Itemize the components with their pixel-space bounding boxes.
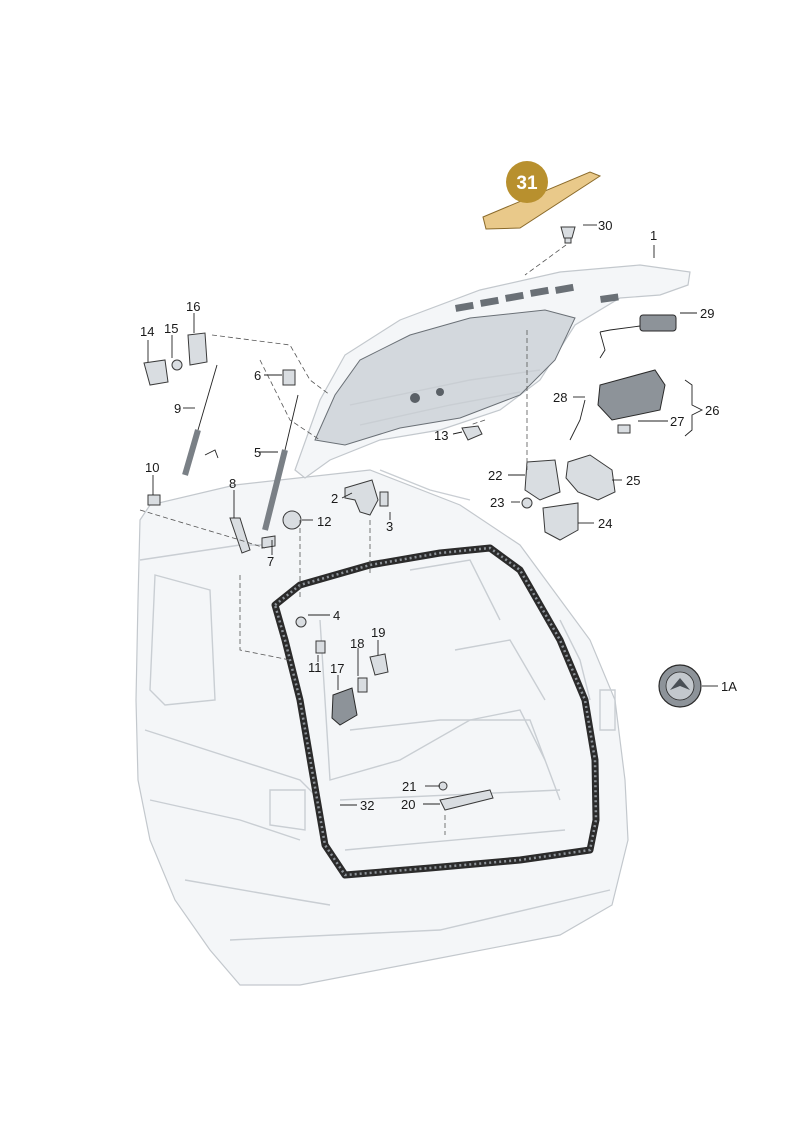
screw-part-10 bbox=[147, 494, 161, 506]
tailgate bbox=[294, 264, 691, 479]
screw-part-7 bbox=[261, 535, 276, 549]
assembly-lines bbox=[139, 244, 567, 835]
bolt-part-8 bbox=[229, 517, 251, 554]
ball-stud-part-6 bbox=[282, 369, 296, 386]
nut-part-4 bbox=[295, 616, 307, 628]
plate-part-22 bbox=[524, 459, 561, 501]
callout-29: 29 bbox=[700, 306, 714, 321]
lock-motor-part-27 bbox=[597, 369, 666, 434]
callout-27: 27 bbox=[670, 414, 684, 429]
sensor-part-29 bbox=[599, 314, 677, 359]
callout-23: 23 bbox=[490, 495, 504, 510]
callout-6: 6 bbox=[254, 368, 261, 383]
callout-13: 13 bbox=[434, 428, 448, 443]
bump-stop-part-14 bbox=[143, 359, 169, 386]
callout-21: 21 bbox=[402, 779, 416, 794]
cable-part-28 bbox=[569, 399, 586, 441]
callout-17: 17 bbox=[330, 661, 344, 676]
callout-30: 30 bbox=[598, 218, 612, 233]
bracket-part-16 bbox=[187, 332, 208, 366]
screw-part-11 bbox=[315, 640, 326, 654]
gas-strut-part-5 bbox=[262, 394, 299, 531]
screw-part-15 bbox=[171, 359, 183, 371]
striker-part-24 bbox=[542, 502, 579, 541]
latch-part-25 bbox=[565, 454, 616, 501]
callout-9: 9 bbox=[174, 401, 181, 416]
callout-2: 2 bbox=[331, 491, 338, 506]
leader-lines bbox=[147, 224, 718, 806]
callout-3: 3 bbox=[386, 519, 393, 534]
gas-strut-part-9 bbox=[182, 364, 219, 476]
callout-24: 24 bbox=[598, 516, 612, 531]
callout-14: 14 bbox=[140, 324, 154, 339]
callout-22: 22 bbox=[488, 468, 502, 483]
rail-part-20 bbox=[439, 789, 494, 811]
clip-part-30 bbox=[560, 226, 576, 244]
callout-1: 1 bbox=[650, 228, 657, 243]
callout-28: 28 bbox=[553, 390, 567, 405]
tailgate-seal bbox=[271, 544, 600, 879]
callout-4: 4 bbox=[333, 608, 340, 623]
callout-19: 19 bbox=[371, 625, 385, 640]
hinge-part-2 bbox=[344, 479, 379, 516]
screw-part-21 bbox=[438, 781, 448, 791]
callout-32: 32 bbox=[360, 798, 374, 813]
nut-part-23 bbox=[521, 497, 533, 509]
callout-5: 5 bbox=[254, 445, 261, 460]
car-body bbox=[135, 469, 629, 986]
callout-8: 8 bbox=[229, 476, 236, 491]
bolt-part-3 bbox=[379, 491, 389, 507]
callout-25: 25 bbox=[626, 473, 640, 488]
callout-20: 20 bbox=[401, 797, 415, 812]
callout-18: 18 bbox=[350, 636, 364, 651]
callout-11: 11 bbox=[308, 660, 322, 675]
callout-12: 12 bbox=[317, 514, 331, 529]
trim-strip-part-31 bbox=[482, 171, 602, 230]
buffer-part-19 bbox=[369, 653, 389, 676]
screw-part-18 bbox=[357, 677, 368, 693]
callout-1a: 1A bbox=[721, 679, 737, 694]
callout-labels: 31 30 1 29 28 26 27 13 22 25 23 24 16 14… bbox=[140, 161, 737, 813]
cap-part-12 bbox=[282, 510, 302, 530]
callout-31: 31 bbox=[516, 173, 538, 194]
callout-16: 16 bbox=[186, 299, 200, 314]
bracket-part-17 bbox=[331, 687, 358, 726]
callout-badge-31 bbox=[506, 161, 548, 203]
emblem-part-1a bbox=[658, 664, 702, 708]
callout-10: 10 bbox=[145, 460, 159, 475]
callout-7: 7 bbox=[267, 554, 274, 569]
callout-26: 26 bbox=[705, 403, 719, 418]
grommet-part-13 bbox=[461, 425, 483, 441]
callout-15: 15 bbox=[164, 321, 178, 336]
